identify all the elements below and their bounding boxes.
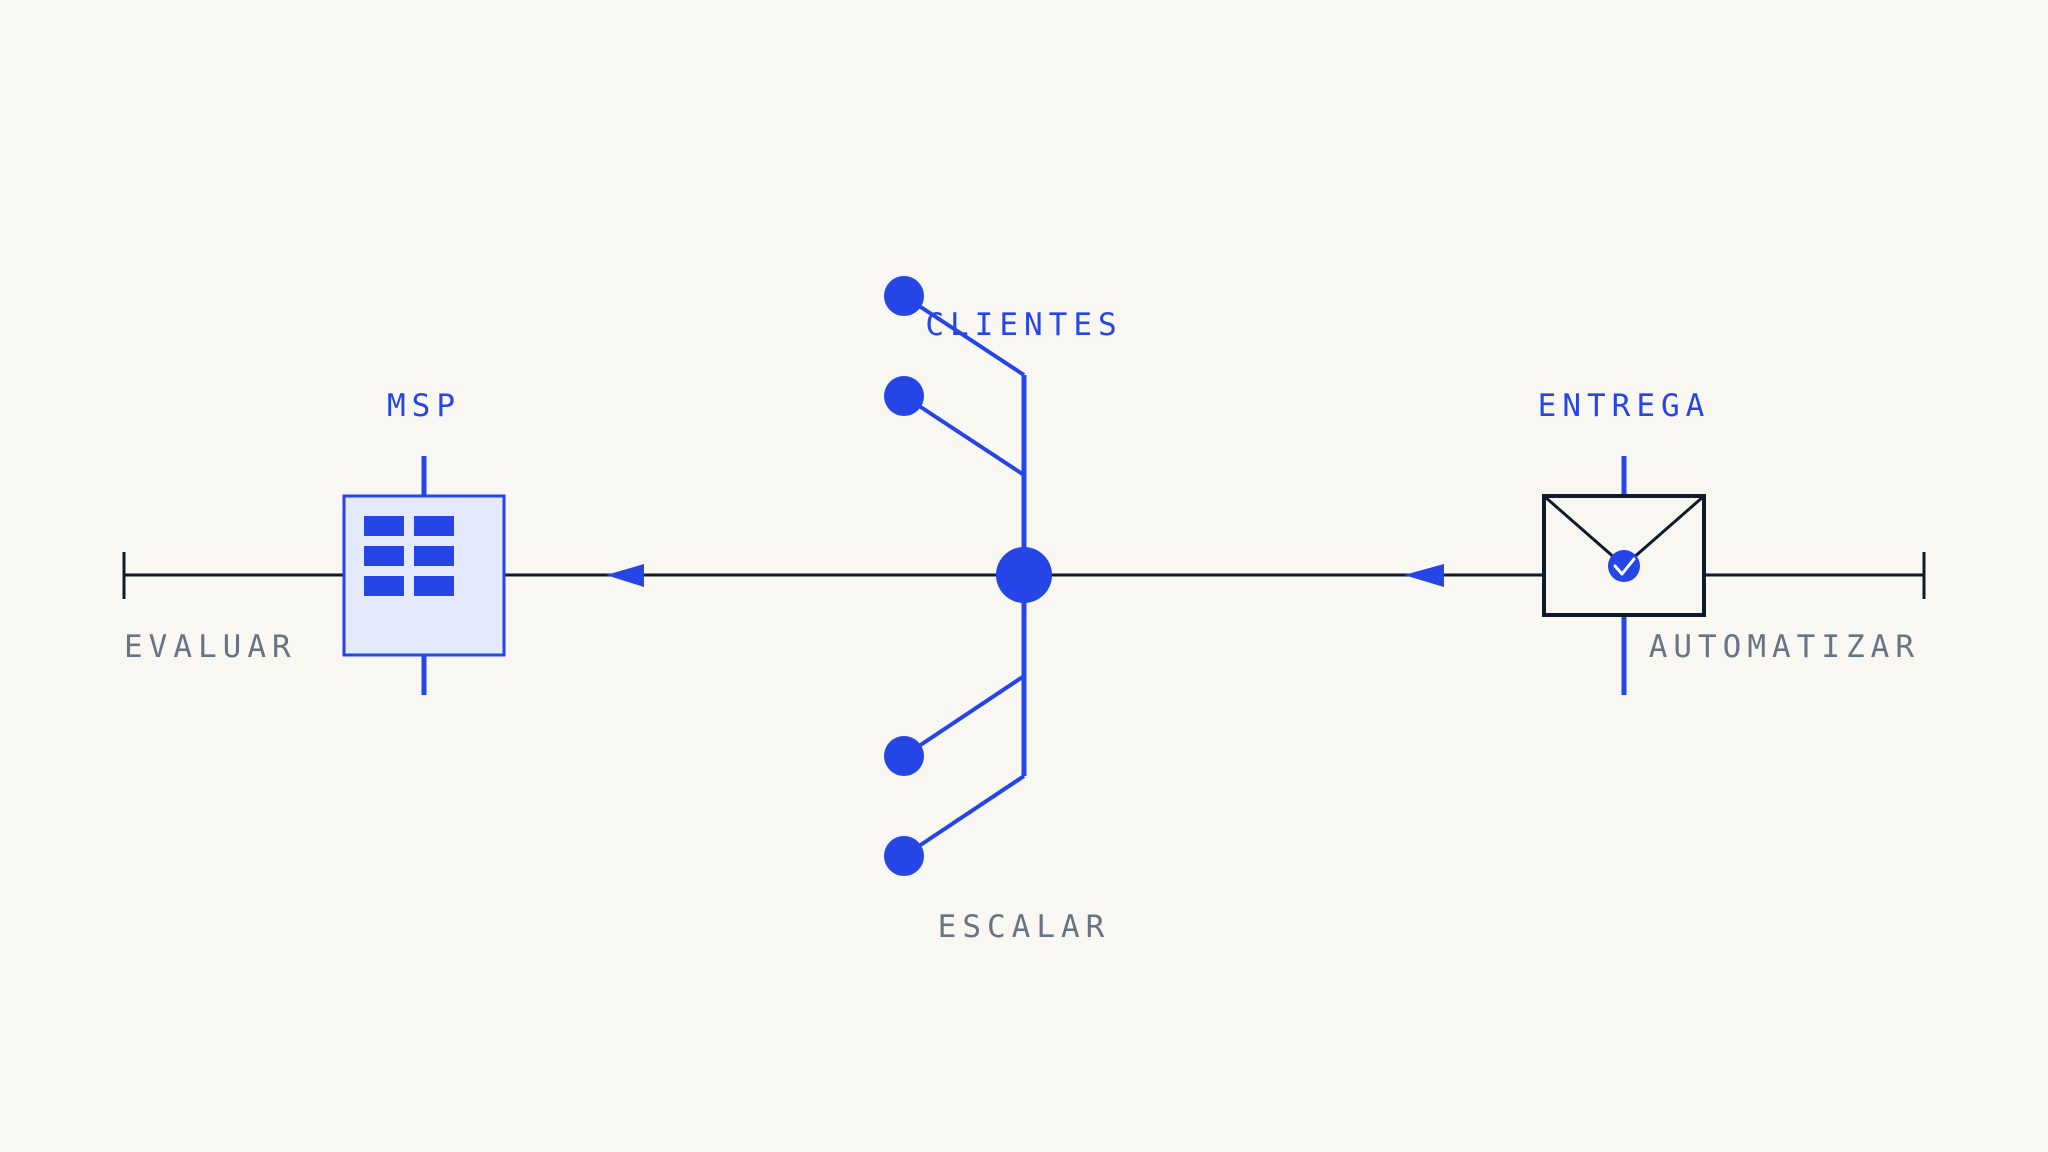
client-branch	[902, 774, 1026, 858]
client-dot	[884, 276, 924, 316]
entrega-label: ENTREGA	[1538, 388, 1711, 424]
client-branch	[902, 394, 1026, 477]
automatizar-label: AUTOMATIZAR	[1649, 629, 1920, 665]
client-dot	[884, 836, 924, 876]
grid-building-icon	[364, 516, 454, 596]
envelope-check-icon	[1542, 494, 1706, 617]
clientes-label: CLIENTES	[925, 307, 1122, 343]
entrega-node	[1542, 456, 1706, 695]
flow-arrow-right-icon	[1404, 564, 1444, 587]
client-branch	[902, 294, 1026, 377]
hub-node	[996, 547, 1052, 603]
flow-arrow-left-icon	[606, 564, 644, 587]
escalar-label: ESCALAR	[938, 909, 1111, 945]
client-dot	[884, 736, 924, 776]
client-dot	[884, 376, 924, 416]
client-branch	[902, 674, 1026, 758]
clientes-hub	[884, 276, 1052, 876]
msp-label: MSP	[387, 388, 461, 424]
evaluar-label: EVALUAR	[124, 629, 297, 665]
msp-node	[342, 456, 506, 695]
